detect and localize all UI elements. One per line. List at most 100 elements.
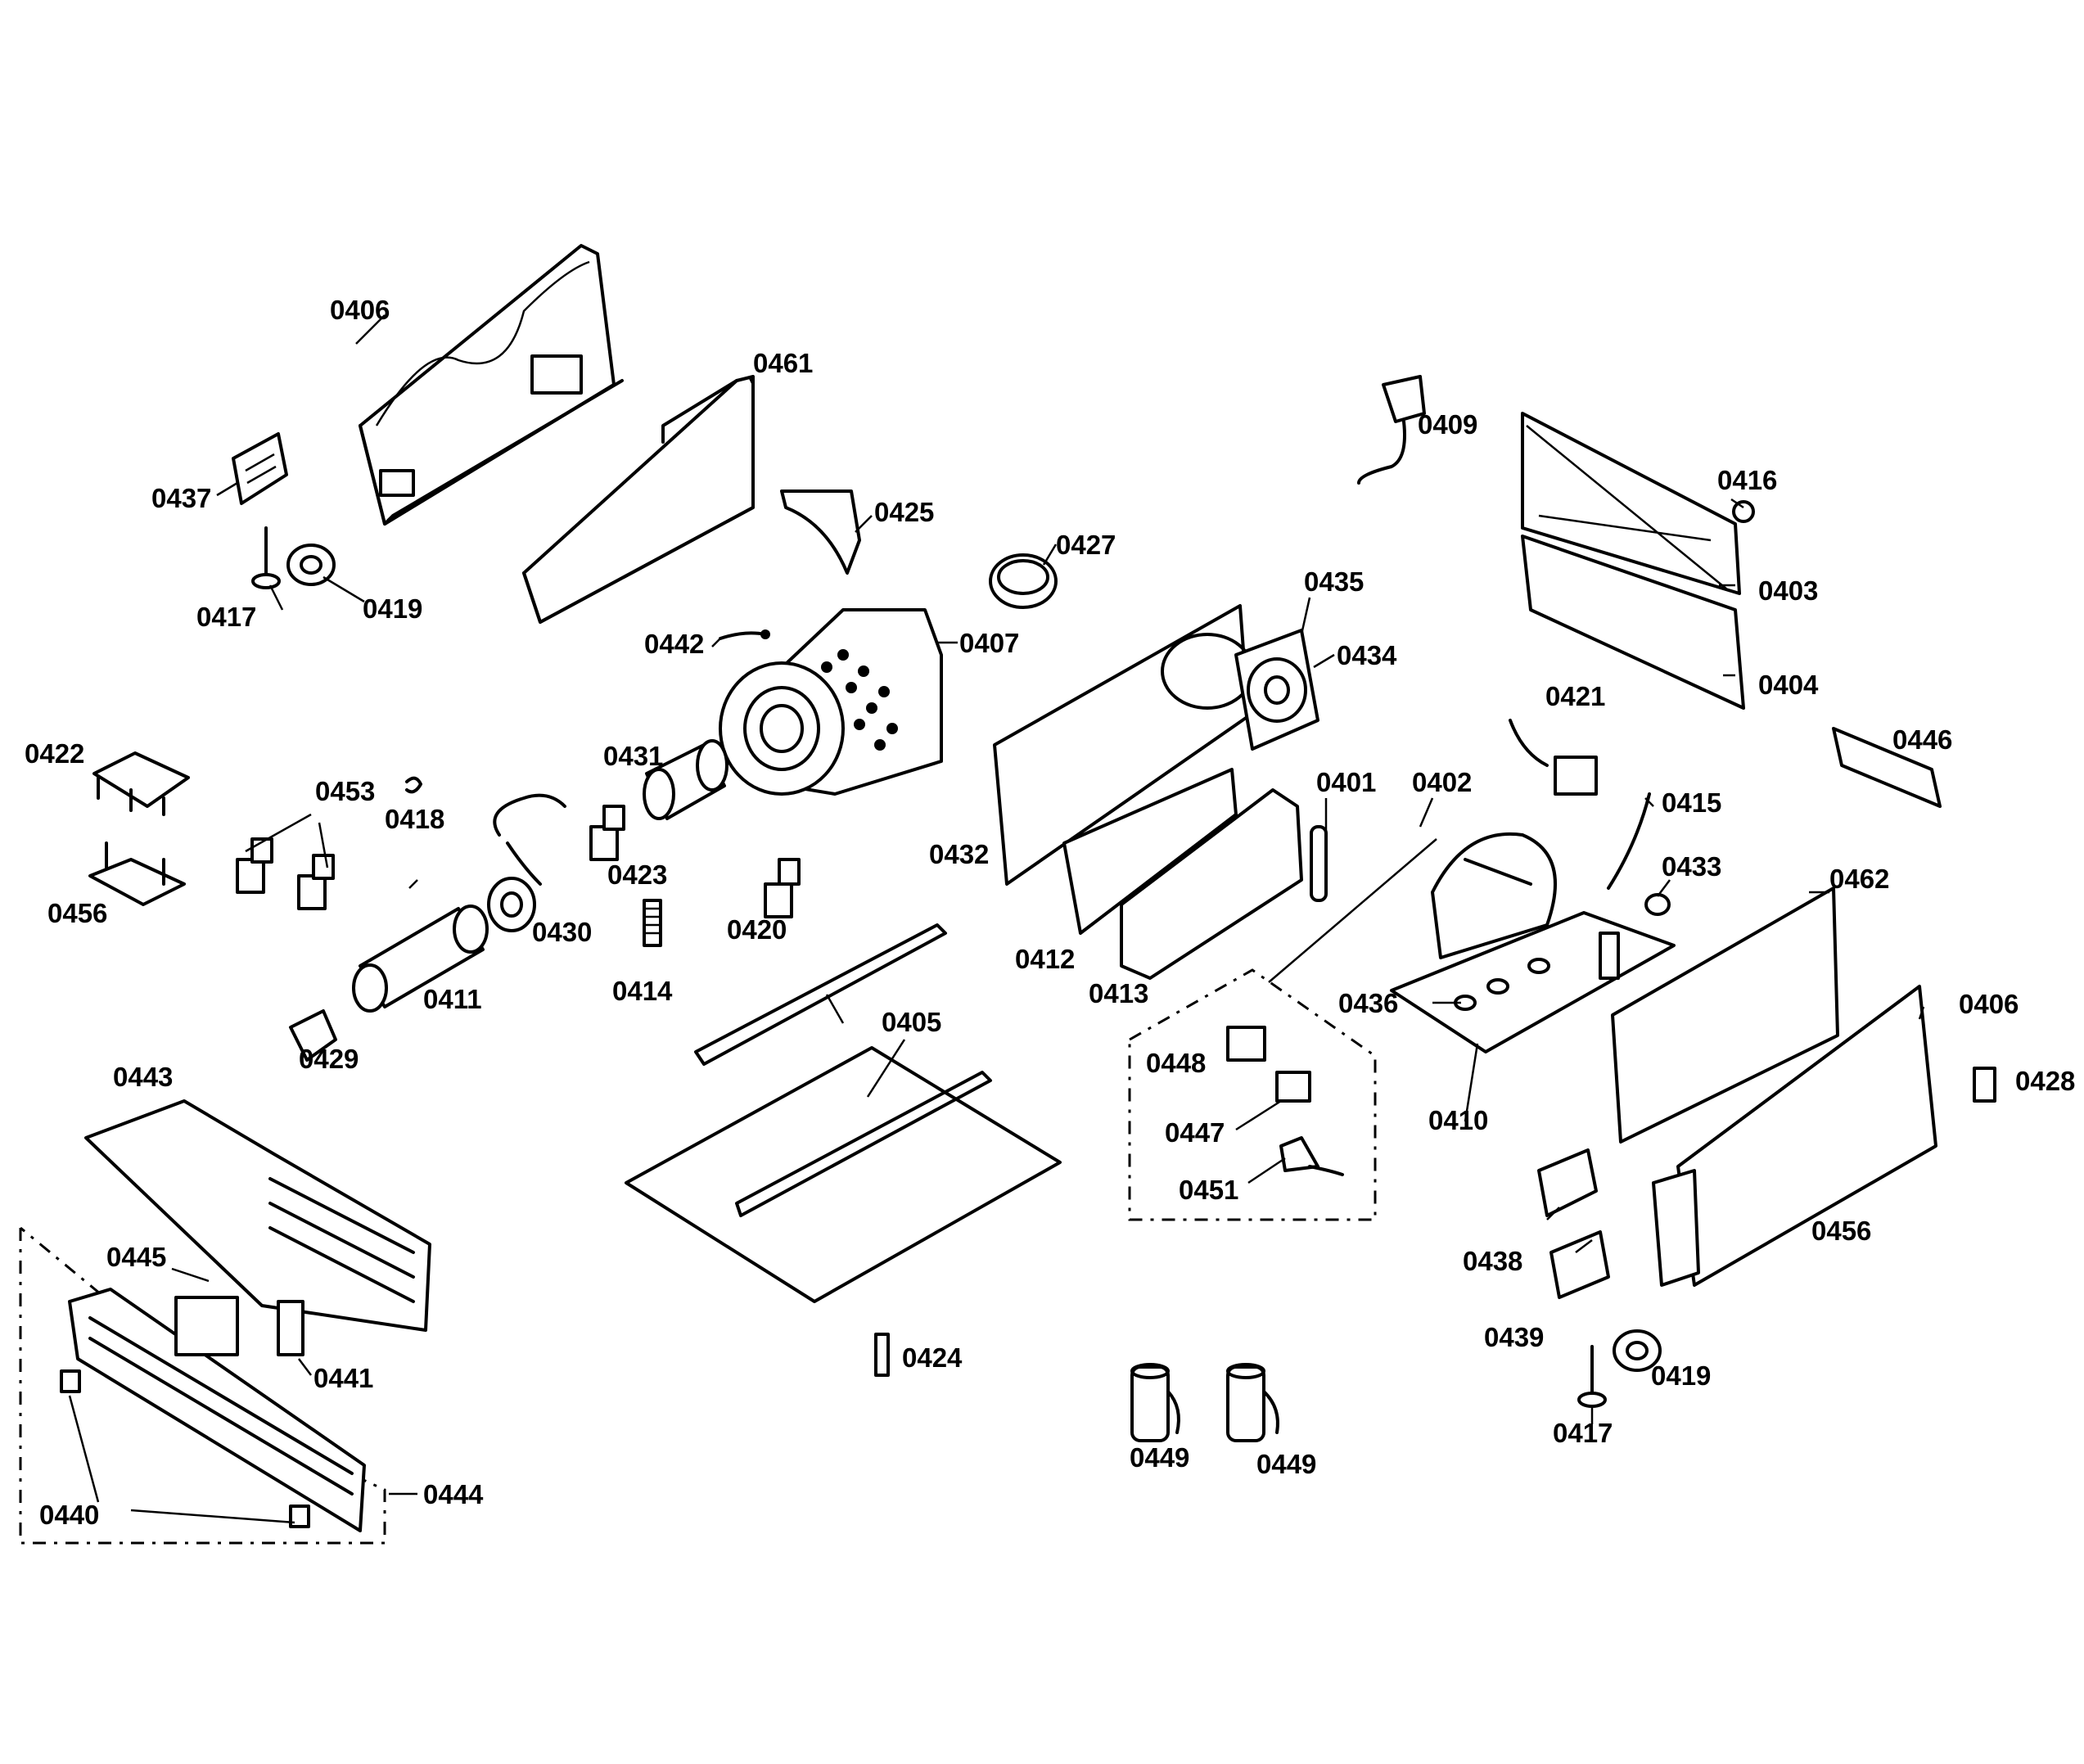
label-0448: 0448	[1146, 1048, 1206, 1078]
label-0428: 0428	[2015, 1066, 2075, 1096]
label-0407: 0407	[959, 628, 1019, 658]
part-0433-grommet	[1644, 893, 1671, 916]
part-0414-spring	[643, 899, 662, 947]
label-0404: 0404	[1758, 670, 1819, 700]
part-0419-roller-top	[286, 544, 336, 586]
label-0419-right: 0419	[1651, 1360, 1711, 1391]
part-0446-bracket	[1832, 727, 1942, 808]
label-0434: 0434	[1337, 640, 1397, 670]
part-0449-capacitor-a	[1130, 1363, 1180, 1442]
label-0462: 0462	[1829, 864, 1889, 894]
part-0413-cover	[1120, 788, 1303, 980]
label-0438: 0438	[1463, 1246, 1522, 1276]
label-0411: 0411	[423, 984, 482, 1014]
label-0429: 0429	[299, 1044, 359, 1074]
part-0456-bracket-right	[1652, 1169, 1700, 1287]
label-0456-right: 0456	[1811, 1216, 1871, 1246]
part-0415-tube	[1607, 792, 1651, 890]
part-0405-trays	[625, 923, 1062, 1303]
part-0404-panel	[1521, 535, 1745, 710]
part-0437-clip	[232, 432, 288, 505]
label-0432: 0432	[929, 839, 989, 869]
label-0417-top: 0417	[196, 602, 256, 632]
label-0410: 0410	[1428, 1105, 1488, 1135]
part-0422-bracket	[92, 751, 190, 816]
part-0462-panel	[1611, 887, 1839, 1144]
part-0419-roller-right	[1613, 1329, 1662, 1372]
label-0427: 0427	[1056, 530, 1116, 560]
part-0418-clip	[405, 776, 422, 794]
label-0409: 0409	[1418, 409, 1477, 440]
label-0412: 0412	[1015, 944, 1075, 974]
part-0442-sensor-wire	[719, 629, 770, 640]
label-0431: 0431	[603, 741, 663, 771]
label-0449-right: 0449	[1256, 1449, 1316, 1479]
label-0406-top: 0406	[330, 295, 390, 325]
part-0407-fan-housing	[719, 608, 943, 796]
label-0401: 0401	[1316, 767, 1376, 797]
label-0456-left: 0456	[47, 898, 107, 928]
label-0442: 0442	[644, 629, 704, 659]
part-0430-wiring	[487, 793, 566, 932]
label-0440: 0440	[39, 1500, 99, 1530]
label-0441: 0441	[314, 1363, 373, 1393]
part-labels: 0406 0461 0437 0417 0419 0425 0427 0442 …	[25, 295, 2075, 1530]
part-0402-compressor	[1431, 832, 1557, 959]
label-0436: 0436	[1338, 988, 1398, 1018]
label-0430: 0430	[532, 917, 592, 947]
part-0439-cover	[1549, 1230, 1610, 1299]
part-0417-screw-right	[1577, 1345, 1607, 1408]
part-0427-cap	[989, 553, 1058, 609]
label-0423: 0423	[607, 859, 667, 890]
part-0443-duct	[84, 1099, 431, 1332]
label-0461: 0461	[753, 348, 813, 378]
part-0428-switch	[1973, 1067, 1996, 1103]
part-0429-cap	[289, 1009, 337, 1062]
label-0425: 0425	[874, 497, 934, 527]
part-0412-frame	[1062, 768, 1238, 935]
label-0453: 0453	[315, 776, 375, 806]
part-0438-cover	[1537, 1148, 1598, 1217]
label-0437: 0437	[151, 483, 211, 513]
part-0444-kit	[19, 1226, 386, 1545]
part-0424-pin	[874, 1333, 890, 1377]
label-0420: 0420	[727, 914, 787, 945]
label-0402: 0402	[1412, 767, 1472, 797]
part-0410-base-plate	[1390, 911, 1676, 1053]
part-0420-valve	[764, 858, 801, 918]
part-0423-valve	[589, 805, 625, 861]
label-0439: 0439	[1484, 1322, 1544, 1352]
part-0411-filter-cartridge	[352, 905, 489, 1013]
part-0448-0447-0451-kit	[1128, 968, 1377, 1221]
leader-lines	[68, 314, 1925, 1524]
label-0446: 0446	[1892, 724, 1952, 755]
part-0403-panel	[1521, 412, 1741, 595]
label-0435: 0435	[1304, 566, 1364, 597]
part-0431-cylinder	[643, 739, 728, 820]
part-0434-fan	[1234, 629, 1319, 751]
part-0449-capacitor-b	[1226, 1363, 1279, 1442]
label-0449-left: 0449	[1130, 1442, 1189, 1473]
part-0401-drier	[1310, 825, 1328, 902]
part-0416-nut	[1732, 500, 1755, 523]
label-0443: 0443	[113, 1062, 173, 1092]
label-0415: 0415	[1662, 787, 1721, 818]
part-0461-panel	[522, 375, 755, 624]
label-0421: 0421	[1545, 681, 1605, 711]
label-0418: 0418	[385, 804, 444, 834]
label-0447: 0447	[1165, 1117, 1225, 1148]
part-0417-screw-top	[251, 526, 281, 589]
label-0433: 0433	[1662, 851, 1721, 882]
label-0422: 0422	[25, 738, 84, 769]
label-0405: 0405	[882, 1007, 941, 1037]
label-0445: 0445	[106, 1242, 166, 1272]
label-0424: 0424	[902, 1342, 963, 1373]
label-0406-right: 0406	[1959, 989, 2019, 1019]
label-0403: 0403	[1758, 575, 1818, 606]
label-0416: 0416	[1717, 465, 1777, 495]
label-0417-right: 0417	[1553, 1418, 1613, 1448]
part-0409-power-cord	[1357, 375, 1426, 485]
label-0413: 0413	[1089, 978, 1148, 1008]
part-0421-motor	[1509, 719, 1598, 796]
